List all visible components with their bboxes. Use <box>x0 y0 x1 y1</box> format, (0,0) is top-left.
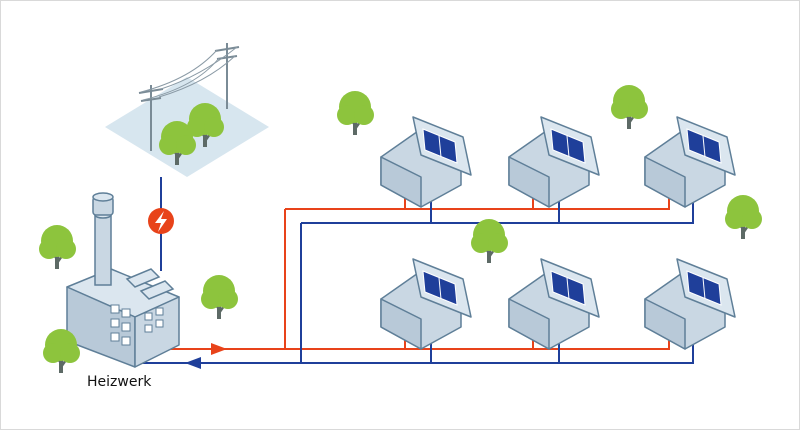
arrow-right-icon <box>211 343 227 355</box>
power-pylon-right <box>214 43 240 109</box>
arrow-left-icon <box>185 357 201 369</box>
power-cables <box>140 46 238 101</box>
house-bottom-1 <box>380 258 472 350</box>
tree <box>609 83 650 131</box>
power-pylon-left <box>138 85 164 151</box>
heating-plant-label: Heizwerk <box>87 374 152 390</box>
house-bottom-2 <box>508 258 600 350</box>
house-top-2 <box>508 116 600 208</box>
heating-plant <box>66 192 180 368</box>
power-grid-area <box>105 43 269 177</box>
tree <box>335 89 376 137</box>
lightning-bolt-icon <box>148 208 174 234</box>
tree <box>469 217 510 265</box>
tree <box>723 193 764 241</box>
tree <box>37 223 78 271</box>
house-top-1 <box>380 116 472 208</box>
tree <box>199 273 240 321</box>
house-bottom-3 <box>644 258 736 350</box>
house-top-3 <box>644 116 736 208</box>
